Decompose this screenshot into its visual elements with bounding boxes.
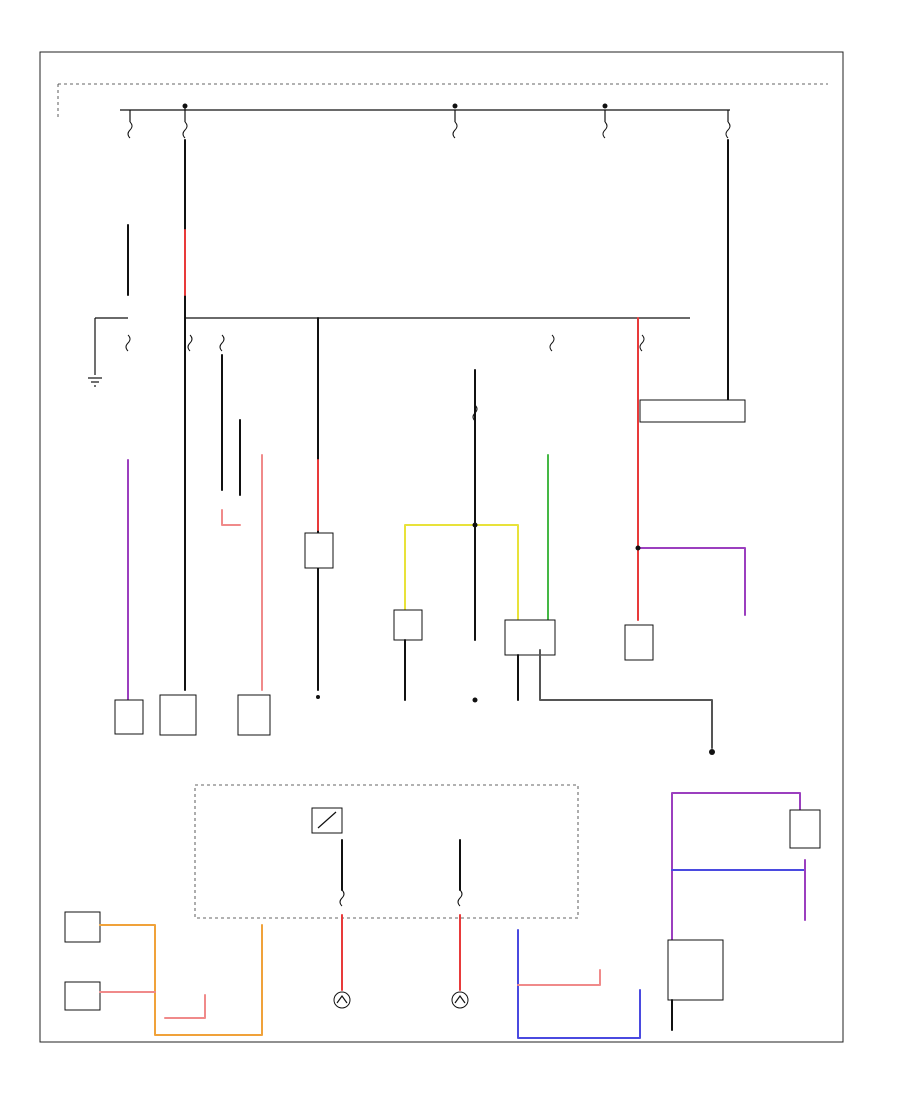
ground-icon <box>88 377 102 387</box>
splice-node <box>452 103 458 109</box>
relay-component <box>667 939 724 1001</box>
headlight-icon <box>451 991 469 1009</box>
ground-node <box>316 695 320 699</box>
splice-node <box>635 545 641 551</box>
fuse-icon <box>457 889 463 907</box>
relay-component <box>159 694 197 736</box>
relay-box <box>393 609 423 641</box>
relay-module-boundary <box>194 784 579 919</box>
fuse-box-component <box>624 624 654 661</box>
top-fuses <box>127 106 731 139</box>
relay-box <box>504 619 556 656</box>
wire-pink-to-relay <box>517 969 601 986</box>
fuse-icon <box>339 889 345 907</box>
wire-yellow-bar <box>404 524 519 621</box>
splice-node <box>182 103 188 109</box>
control-unit-box <box>639 399 746 423</box>
fuse-icon <box>602 110 608 139</box>
middle-fuses <box>125 334 645 422</box>
fuse-icon <box>639 334 645 352</box>
switch-component <box>114 699 144 735</box>
wire-gray <box>539 649 713 749</box>
splice-node <box>472 522 478 528</box>
fuse-icon <box>125 334 131 352</box>
fuse-icon <box>182 106 188 139</box>
switch-component <box>789 809 821 849</box>
relay-icon <box>311 807 343 834</box>
ground-node <box>709 749 715 755</box>
relay-box <box>304 532 334 569</box>
wire-violet-branch <box>637 547 746 616</box>
fuse-icon <box>127 110 133 139</box>
fuse-icon <box>219 334 225 352</box>
wire-black <box>404 639 519 701</box>
ground-node <box>472 697 478 703</box>
fuse-icon <box>452 110 458 139</box>
headlight-icon <box>333 991 351 1009</box>
connector-icon <box>64 981 101 1011</box>
wire-orange <box>99 924 263 1036</box>
wire-black <box>341 839 461 891</box>
connector-icon <box>64 911 101 943</box>
splice-node <box>602 103 608 109</box>
diagram-border <box>39 51 844 1043</box>
fuse-icon <box>549 334 555 352</box>
relay-component <box>237 694 271 736</box>
fuse-block-boundary <box>57 83 828 120</box>
wire-pink-loop <box>221 509 241 526</box>
fuse-icon <box>187 334 193 352</box>
fuse-icon <box>725 110 731 139</box>
wire-orange-red <box>99 991 206 1019</box>
wire-violet-loop <box>671 792 801 941</box>
